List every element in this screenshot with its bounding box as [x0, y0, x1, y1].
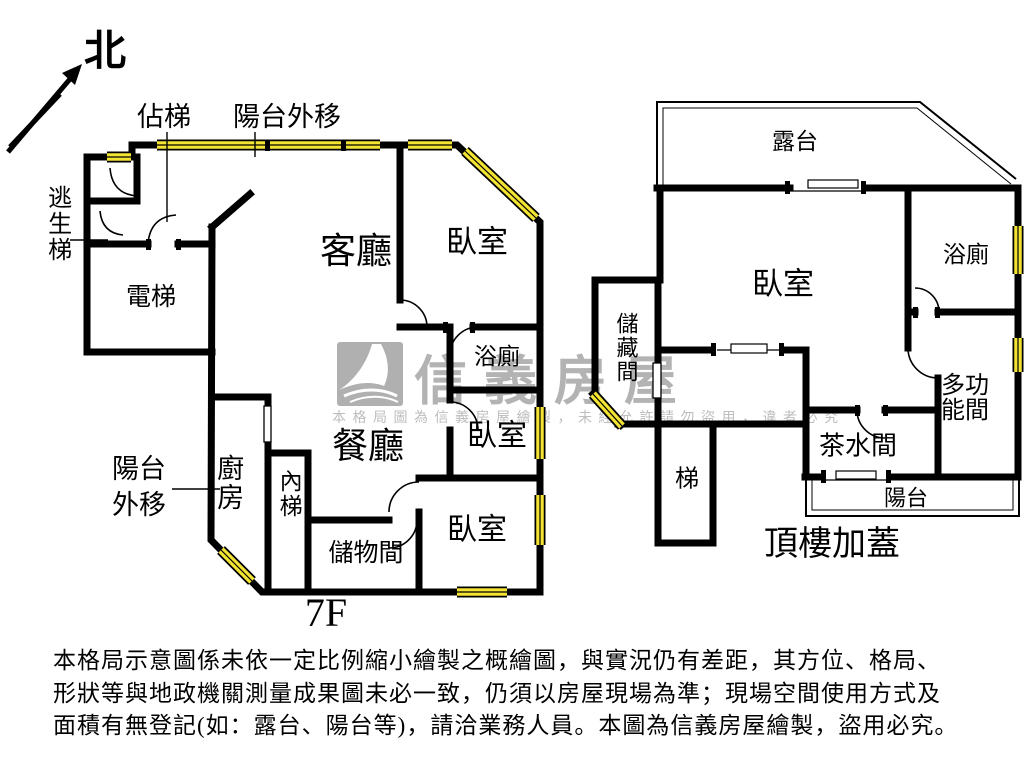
room-dining: 餐廳	[331, 426, 405, 467]
roof-multi-purpose: 多功 能間	[941, 374, 989, 424]
roof-stairs: 梯	[675, 466, 699, 493]
roof-bathroom: 浴廁	[943, 241, 989, 267]
roof-storage: 儲藏間	[613, 312, 639, 384]
room-bedroom-bottom: 臥室	[447, 513, 507, 547]
roof-multi-purpose-line1: 多功	[941, 373, 989, 399]
room-elevator: 電梯	[125, 283, 177, 311]
label-occupied-stair: 佔梯	[137, 101, 191, 132]
sinyi-logo-icon	[337, 342, 403, 406]
floor-label-roof: 頂樓加蓋	[764, 526, 900, 564]
label-balcony-moved-left-line2: 外移	[112, 490, 166, 520]
north-arrow-icon	[6, 64, 82, 154]
door-arcs	[99, 167, 940, 549]
disclaimer-line2: 形狀等與地政機關測量成果圖未必一致，仍須以房屋現場為準；現場空間使用方式及	[53, 680, 941, 706]
room-living: 客廳	[319, 231, 393, 272]
label-balcony-moved-left-line1: 陽台	[112, 454, 166, 484]
roof-bedroom: 臥室	[752, 266, 814, 302]
roof-terrace: 露台	[772, 128, 818, 154]
disclaimer: 本格局示意圖係未依一定比例縮小繪製之概繪圖，與實況仍有差距，其方位、格局、 形狀…	[53, 645, 988, 743]
watermark-brand: 信義房屋	[414, 353, 694, 411]
label-balcony-moved-left: 陽台 外移	[112, 451, 166, 523]
roof-multi-purpose-line2: 能間	[941, 398, 989, 424]
room-kitchen: 廚房	[213, 454, 244, 512]
label-balcony-moved-top: 陽台外移	[233, 101, 341, 132]
north-label: 北	[83, 28, 127, 75]
windows	[107, 145, 1018, 592]
room-bathroom-7f: 浴廁	[474, 343, 520, 369]
label-escape-stairs: 逃生梯	[43, 185, 70, 263]
room-bedroom-middle: 臥室	[467, 419, 527, 453]
roof-balcony: 陽台	[883, 485, 929, 511]
opening-details	[263, 179, 890, 481]
leader-lines	[70, 132, 256, 490]
open-area-outlines	[656, 101, 1020, 517]
floor-label-7f: 7F	[304, 590, 348, 635]
disclaimer-line1: 本格局示意圖係未依一定比例縮小繪製之概繪圖，與實況仍有差距，其方位、格局、	[53, 648, 941, 673]
room-bedroom-top: 臥室	[446, 224, 508, 260]
room-storage-7f: 儲物間	[328, 539, 404, 567]
disclaimer-line3: 面積有無登記(如：露台、陽台等)，請洽業務人員。本圖為信義房屋繪製，盜用必究。	[53, 713, 959, 738]
roof-pantry: 茶水間	[818, 431, 898, 461]
room-inner-stairs: 內梯	[276, 469, 302, 519]
